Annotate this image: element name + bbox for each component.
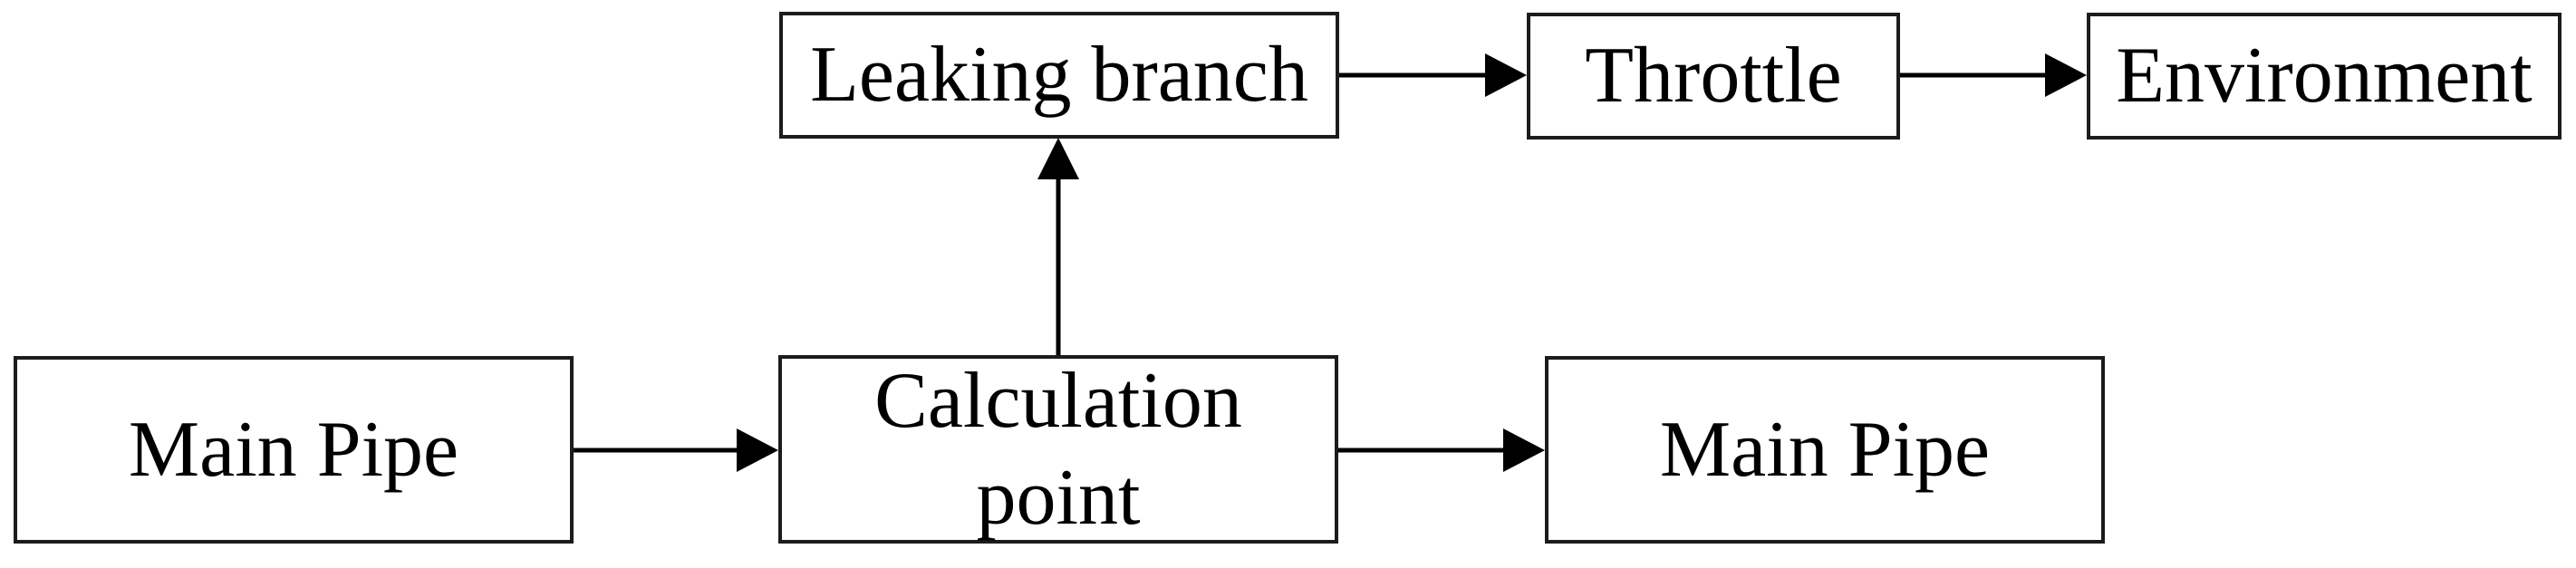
arrow-leaking-branch-to-throttle (1339, 53, 1527, 97)
node-throttle-label: Throttle (1585, 32, 1842, 120)
node-main-pipe-downstream: Main Pipe (1545, 356, 2105, 544)
arrow-calculation-point-to-leaking-branch (1037, 138, 1079, 355)
arrow-calculation-point-to-main-pipe-right (1338, 428, 1545, 472)
node-calculation-point: Calculation point (778, 355, 1338, 544)
node-leaking-branch: Leaking branch (779, 12, 1339, 139)
node-throttle: Throttle (1527, 13, 1900, 140)
node-calculation-point-label: Calculation point (874, 356, 1242, 542)
node-main-pipe-upstream-label: Main Pipe (128, 405, 459, 494)
node-main-pipe-upstream: Main Pipe (14, 356, 574, 544)
node-environment: Environment (2087, 13, 2562, 140)
arrow-main-pipe-left-to-calculation-point (574, 428, 778, 472)
arrow-throttle-to-environment (1900, 53, 2087, 97)
node-leaking-branch-label: Leaking branch (810, 31, 1308, 120)
node-environment-label: Environment (2116, 32, 2533, 120)
node-main-pipe-downstream-label: Main Pipe (1659, 405, 1991, 494)
